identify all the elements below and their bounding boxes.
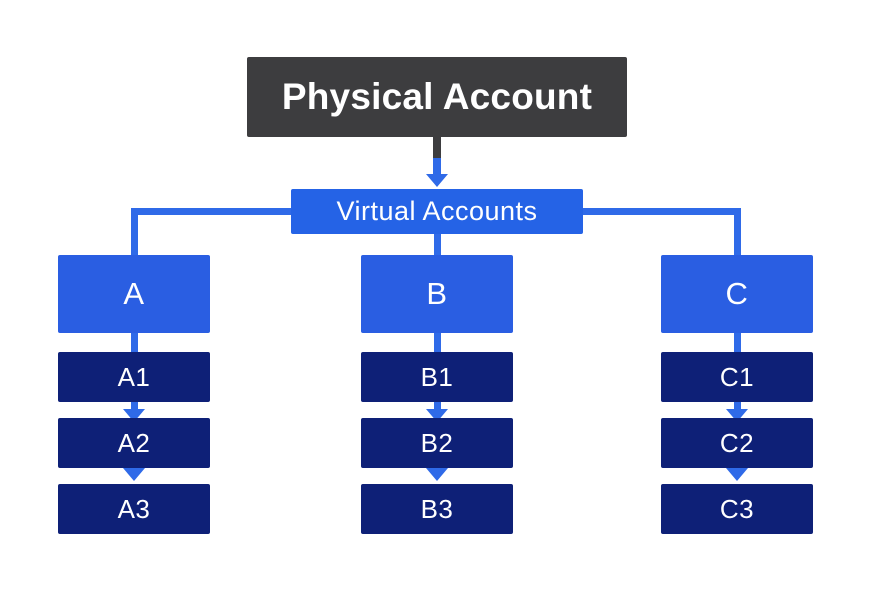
- child-a2-label: A2: [117, 427, 151, 458]
- child-box-c2: C2: [661, 418, 813, 468]
- connector-hub-to-b: [434, 234, 441, 257]
- child-box-c1: C1: [661, 352, 813, 402]
- arrow-down-icon: [426, 174, 448, 187]
- child-b3-label: B3: [420, 493, 454, 524]
- column-b-parent-box: B: [361, 255, 513, 333]
- column-c-parent-box: C: [661, 255, 813, 333]
- connector-a1-to-a2: [131, 402, 138, 411]
- column-c-label: C: [725, 276, 749, 311]
- column-b-label: B: [426, 276, 448, 311]
- root-connector-gray-segment: [433, 137, 441, 158]
- physical-account-box: Physical Account: [247, 57, 627, 137]
- connector-hub-to-c-horizontal: [583, 208, 741, 215]
- child-box-c3: C3: [661, 484, 813, 534]
- arrow-down-icon: [123, 468, 145, 481]
- connector-c-to-c1: [734, 333, 741, 352]
- child-c1-label: C1: [719, 361, 755, 392]
- virtual-accounts-box: Virtual Accounts: [291, 189, 583, 234]
- child-c2-label: C2: [719, 427, 755, 458]
- connector-b-to-b1: [434, 333, 441, 352]
- arrow-down-icon: [726, 468, 748, 481]
- child-box-b1: B1: [361, 352, 513, 402]
- physical-account-label: Physical Account: [281, 76, 593, 117]
- child-box-a3: A3: [58, 484, 210, 534]
- child-box-b3: B3: [361, 484, 513, 534]
- child-box-a1: A1: [58, 352, 210, 402]
- connector-hub-to-a-vertical: [131, 208, 138, 255]
- connector-c1-to-c2: [734, 402, 741, 411]
- arrow-down-icon: [426, 468, 448, 481]
- connector-hub-to-a-horizontal: [131, 208, 291, 215]
- child-a3-label: A3: [117, 493, 151, 524]
- column-a-label: A: [123, 276, 145, 311]
- child-b1-label: B1: [420, 361, 454, 392]
- child-box-a2: A2: [58, 418, 210, 468]
- column-a-parent-box: A: [58, 255, 210, 333]
- virtual-accounts-label: Virtual Accounts: [336, 196, 538, 226]
- child-a1-label: A1: [117, 361, 151, 392]
- child-b2-label: B2: [420, 427, 454, 458]
- child-c3-label: C3: [719, 493, 755, 524]
- root-connector-blue-segment: [433, 158, 441, 175]
- connector-a-to-a1: [131, 333, 138, 352]
- connector-b1-to-b2: [434, 402, 441, 411]
- child-box-b2: B2: [361, 418, 513, 468]
- connector-hub-to-c-vertical: [734, 208, 741, 255]
